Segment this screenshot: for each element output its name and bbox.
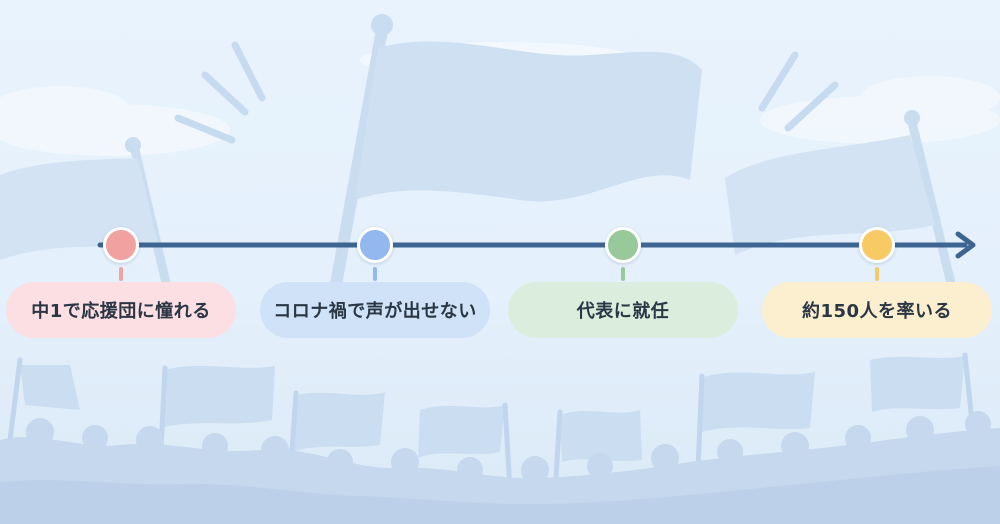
timeline-dot: [605, 227, 641, 263]
timeline-dot: [103, 227, 139, 263]
timeline-label-pill: 約150人を率いる: [762, 282, 992, 338]
timeline-dot: [859, 227, 895, 263]
timeline-arrowhead: [955, 231, 976, 259]
timeline-label-pill: 中1で応援団に憧れる: [6, 282, 236, 338]
timeline-connector: [621, 267, 625, 281]
timeline-dot: [357, 227, 393, 263]
timeline-connector: [875, 267, 879, 281]
timeline-label-pill: コロナ禍で声が出せない: [260, 282, 490, 338]
timeline-connector: [119, 267, 123, 281]
timeline-label-pill: 代表に就任: [508, 282, 738, 338]
timeline-connector: [373, 267, 377, 281]
